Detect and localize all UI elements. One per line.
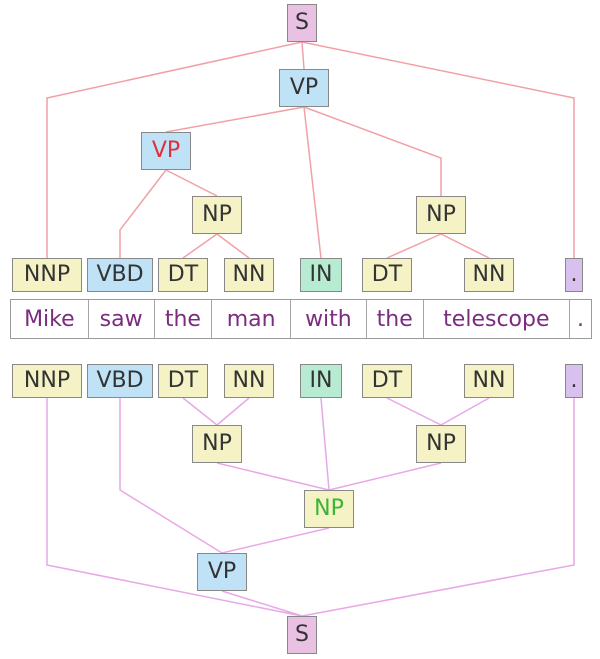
word-man: man (212, 300, 292, 338)
top-pos-vbd: VBD (87, 258, 153, 292)
edge-s-nnp (46, 41, 303, 258)
bottom-pos-in: IN (300, 364, 342, 398)
word-the: the (155, 300, 213, 338)
edge-vp-np (303, 106, 442, 196)
edge-np-dt-2 (386, 233, 442, 259)
top-s-node: S (287, 4, 317, 42)
top-np-telescope-node: NP (416, 196, 466, 234)
edge-b-nn-np-2 (440, 397, 490, 426)
top-pos-nn-2: NN (464, 258, 514, 292)
word-period: . (577, 306, 585, 332)
bottom-pos-nnp: NNP (12, 364, 82, 398)
edge-b-np-np (216, 462, 330, 491)
word-telescope: telescope (424, 300, 571, 338)
edge-s-vp (301, 41, 305, 70)
edge-np-nn (216, 233, 250, 259)
top-pos-dt-2: DT (362, 258, 412, 292)
top-np-man-node: NP (192, 196, 242, 234)
bottom-pos-vbd: VBD (87, 364, 153, 398)
bottom-np-man-node: NP (192, 425, 242, 463)
edge-vp-vp (165, 106, 305, 133)
word-the-2: the (367, 300, 424, 338)
edge-np-dt (182, 233, 218, 259)
edge-s-punct (301, 41, 575, 258)
word-with: with (291, 300, 367, 338)
word-mike: Mike (11, 300, 89, 338)
top-pos-punct: . (565, 258, 583, 292)
sentence-row: Mike saw the man with the telescope . (10, 299, 592, 339)
top-vp-node: VP (279, 69, 329, 107)
edge-b-in-np (320, 397, 330, 491)
word-saw: saw (89, 300, 155, 338)
bottom-np-telescope-node: NP (416, 425, 466, 463)
bottom-pos-dt: DT (158, 364, 208, 398)
top-pos-in: IN (300, 258, 342, 292)
bottom-vp-node: VP (197, 553, 247, 591)
bottom-pos-dt-2: DT (362, 364, 412, 398)
edge-b-nn-np (216, 397, 250, 426)
bottom-pos-nn: NN (224, 364, 274, 398)
edge-b-dt-np (182, 397, 218, 426)
top-pos-dt: DT (158, 258, 208, 292)
edge-b-np-vp (221, 527, 330, 554)
bottom-pos-punct: . (565, 364, 583, 398)
top-pos-nnp: NNP (12, 258, 82, 292)
edge-vp-np-man (165, 169, 218, 197)
edge-np-nn-2 (440, 233, 490, 259)
bottom-s-node: S (287, 616, 317, 654)
edge-b-nnp-s (46, 398, 303, 617)
edge-b-vbd-vp (119, 398, 223, 554)
edge-b-np2-np (328, 462, 442, 491)
bottom-pos-nn-2: NN (464, 364, 514, 398)
top-pos-nn: NN (224, 258, 274, 292)
bottom-np-pp-node: NP (304, 490, 354, 528)
edge-b-punct-s (301, 398, 575, 617)
edge-vp-vbd (119, 169, 167, 258)
edge-b-dt-np-2 (386, 397, 442, 426)
top-vp-inner-node: VP (141, 132, 191, 170)
edge-b-vp-s (221, 590, 303, 617)
edge-vp-in (303, 106, 322, 259)
